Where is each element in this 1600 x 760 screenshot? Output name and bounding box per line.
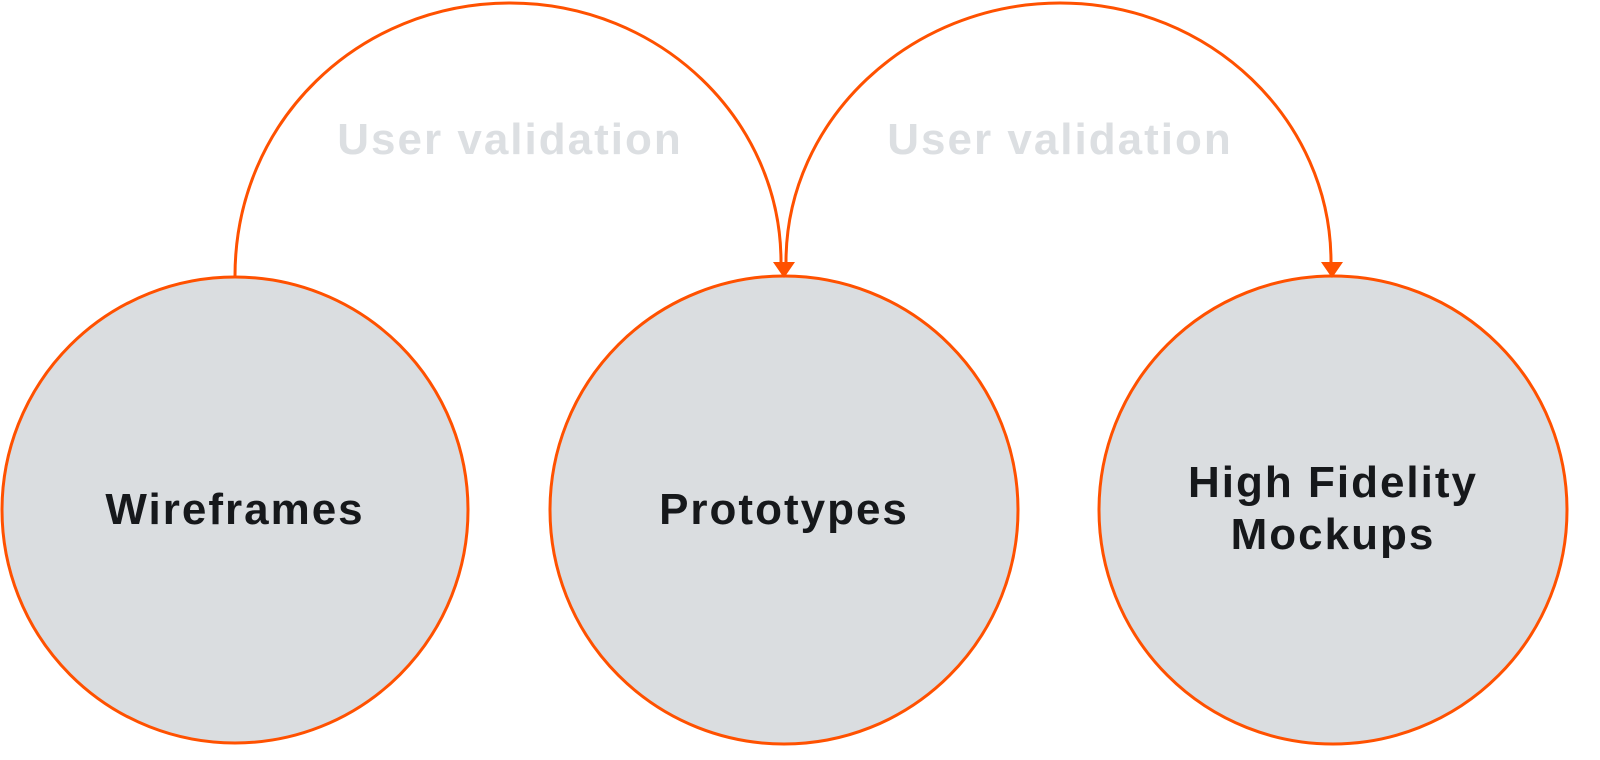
node-label-line: Wireframes: [105, 485, 365, 534]
edge-label-2: User validation: [887, 115, 1233, 164]
node-label-line: Prototypes: [659, 485, 909, 534]
edge-label-1: User validation: [337, 115, 683, 164]
arrowhead-icon: [773, 262, 795, 278]
node-label-line: Mockups: [1230, 510, 1436, 559]
edge-arc-wireframes-to-prototypes: [233, 1, 783, 277]
edge-arc-prototypes-to-mockups: [784, 1, 1333, 263]
node-label-prototypes: Prototypes: [574, 484, 994, 536]
node-label-wireframes: Wireframes: [25, 484, 445, 536]
node-label-line: High Fidelity: [1188, 458, 1478, 507]
arrowhead-icon: [1321, 262, 1343, 278]
node-circle-wireframes: [0, 275, 470, 745]
